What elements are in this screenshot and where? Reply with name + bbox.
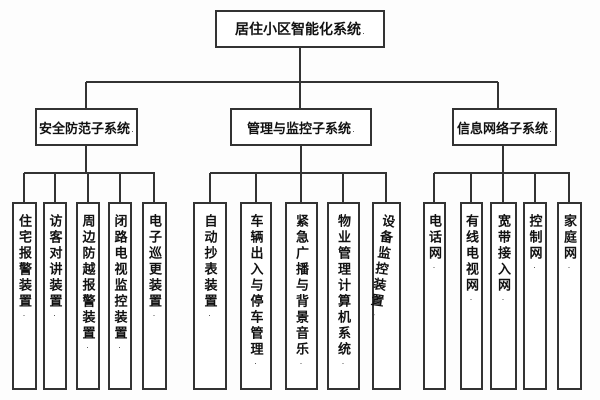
paragraph-mark: ·: [529, 262, 540, 272]
leaf-label: 车辆出入与停车管理: [248, 214, 264, 358]
paragraph-mark: ·: [250, 358, 261, 368]
leaf-node-electronic-patrol: 电子巡更装置·: [142, 202, 167, 390]
paragraph-mark: ·: [149, 310, 159, 320]
paragraph-mark: ·: [564, 262, 574, 272]
leaf-node-residential-alarm: 住宅报警装置·: [12, 202, 37, 390]
leaf-label: 家庭网: [562, 214, 577, 262]
leaf-node-emergency-broadcast-music: 紧急广播与背景音乐·: [285, 202, 318, 390]
leaf-label: 紧急广播与背景音乐: [294, 214, 309, 358]
leaf-label: 有线电视网: [464, 214, 479, 294]
leaf-node-equipment-monitoring: 设备监控装置·: [368, 202, 401, 390]
leaf-label: 宽带接入网: [496, 214, 511, 294]
paragraph-mark: ·: [131, 126, 134, 136]
paragraph-mark: ·: [82, 342, 93, 352]
leaf-node-property-computer-system: 物业管理计算机系统·: [327, 202, 360, 390]
leaf-label: 闭路电视监控装置: [112, 214, 128, 342]
root-label: 居住小区智能化系统: [235, 21, 361, 37]
leaf-label: 周边防越报警装置: [80, 214, 96, 342]
leaf-node-vehicle-parking-management: 车辆出入与停车管理·: [240, 202, 272, 390]
leaf-node-control-network: 控制网·: [523, 202, 547, 390]
leaf-label: 住宅报警装置: [17, 214, 32, 310]
leaf-label: 电话网: [427, 214, 442, 262]
leaf-node-home-network: 家庭网·: [557, 202, 582, 390]
paragraph-mark: ·: [549, 126, 552, 136]
branch-node-information-network: 信息网络子系统·: [452, 108, 557, 146]
paragraph-mark: ·: [19, 310, 29, 320]
leaf-node-cctv-monitoring: 闭路电视监控装置·: [108, 202, 132, 390]
branch-label: 管理与监控子系统: [246, 120, 351, 136]
leaf-node-cable-tv-network: 有线电视网·: [460, 202, 483, 390]
leaf-label: 自动抄表装置: [202, 214, 218, 310]
paragraph-mark: ·: [368, 308, 380, 320]
paragraph-mark: ·: [114, 342, 125, 352]
leaf-node-auto-meter-reading: 自动抄表装置·: [193, 202, 227, 390]
paragraph-mark: ·: [352, 126, 355, 136]
leaf-node-broadband-access-network: 宽带接入网·: [490, 202, 517, 390]
leaf-label: 访客对讲装置: [47, 214, 63, 310]
root-node: 居住小区智能化系统·: [215, 10, 385, 48]
leaf-label: 设备监控装置: [367, 213, 397, 311]
leaf-label: 电子巡更装置: [147, 214, 162, 310]
branch-node-management-monitoring: 管理与监控子系统·: [230, 108, 372, 146]
paragraph-mark: ·: [338, 358, 348, 368]
paragraph-mark: ·: [362, 28, 365, 38]
paragraph-mark: ·: [296, 358, 306, 368]
leaf-node-telephone-network: 电话网·: [423, 202, 446, 390]
paragraph-mark: ·: [498, 294, 508, 304]
leaf-label: 物业管理计算机系统: [336, 214, 351, 358]
leaf-node-visitor-intercom: 访客对讲装置·: [43, 202, 67, 390]
branch-node-security: 安全防范子系统·: [35, 108, 138, 146]
branch-label: 安全防范子系统: [38, 120, 130, 136]
paragraph-mark: ·: [466, 294, 476, 304]
paragraph-mark: ·: [429, 262, 439, 272]
leaf-node-perimeter-alarm: 周边防越报警装置·: [76, 202, 100, 390]
paragraph-mark: ·: [49, 310, 60, 320]
paragraph-mark: ·: [204, 310, 215, 320]
leaf-label: 控制网: [527, 214, 543, 262]
branch-label: 信息网络子系统: [456, 120, 548, 136]
